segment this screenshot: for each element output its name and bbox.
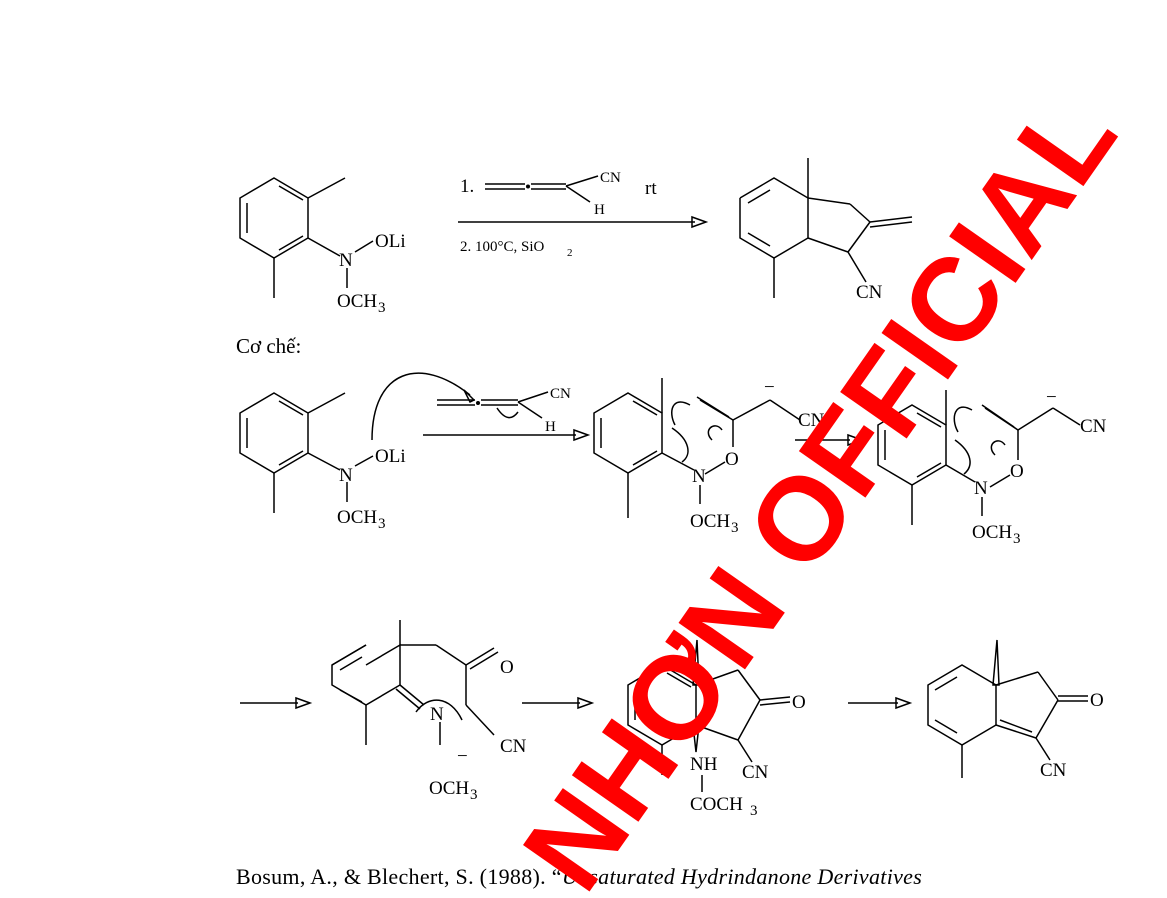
mechanism-sm: OLi N OCH 3 <box>239 372 476 532</box>
int2-och3: OCH <box>972 522 1012 543</box>
int2-minus: − <box>1046 387 1057 408</box>
oli-label-2: OLi <box>375 446 406 467</box>
starting-material: OLi N OCH 3 <box>239 177 406 316</box>
intermediate-1: N O OCH 3 CN − <box>593 377 825 536</box>
int2-n: N <box>974 478 988 499</box>
n-label-2: N <box>339 465 353 486</box>
int4-coch3: COCH <box>690 794 743 815</box>
sub3-label-2: 3 <box>378 516 386 532</box>
int4-o: O <box>792 692 806 713</box>
int3-o: O <box>500 657 514 678</box>
intermediate-4: O NH COCH 3 CN <box>627 639 806 819</box>
int2-cn: CN <box>1080 416 1107 437</box>
citation-title: Unsaturated Hydrindanone Derivatives <box>561 864 923 889</box>
mechanism-allene: CN H <box>437 386 571 435</box>
int4-nh: NH <box>690 754 718 775</box>
int3-minus: − <box>457 746 468 767</box>
int1-sub3: 3 <box>731 520 739 536</box>
reaction-arrow <box>458 215 709 229</box>
final-cn: CN <box>1040 760 1067 781</box>
int3-sub3: 3 <box>470 787 478 803</box>
product-cn: CN <box>856 282 883 303</box>
och3-label-2: OCH <box>337 507 377 528</box>
och3-label: OCH <box>337 291 377 312</box>
citation-authors: Bosum, A., & Blechert, S. (1988). “ <box>236 864 562 889</box>
allene-h: H <box>545 419 556 435</box>
n-label: N <box>339 250 353 271</box>
final-product: O CN <box>927 639 1104 781</box>
mechanism-arrow-3 <box>240 696 313 710</box>
cn-label: CN <box>600 170 621 186</box>
mechanism-arrow-5 <box>848 696 913 710</box>
allene-cn: CN <box>550 386 571 402</box>
intermediate-3: O N OCH 3 CN − <box>331 620 527 803</box>
int1-och3: OCH <box>690 511 730 532</box>
citation: Bosum, A., & Blechert, S. (1988). “Unsat… <box>236 864 1056 890</box>
rt-label: rt <box>645 178 657 199</box>
int1-n: N <box>692 466 706 487</box>
mechanism-heading: Cơ chế: <box>236 334 302 358</box>
int2-sub3: 3 <box>1013 531 1021 547</box>
step1-label: 1. <box>460 176 474 197</box>
mechanism-arrow-1 <box>423 428 591 442</box>
int4-sub3: 3 <box>750 803 758 819</box>
step2-sub: 2 <box>567 247 573 259</box>
int1-cn: CN <box>798 410 825 431</box>
int3-och3: OCH <box>429 778 469 799</box>
sub3-label: 3 <box>378 300 386 316</box>
intermediate-2: N O OCH 3 CN − <box>877 387 1107 547</box>
int3-cn: CN <box>500 736 527 757</box>
mechanism-arrow-4 <box>522 696 595 710</box>
mechanism-arrow-2 <box>795 433 865 447</box>
int1-o: O <box>725 449 739 470</box>
int2-o: O <box>1010 461 1024 482</box>
step2-label: 2. 100°C, SiO <box>460 239 545 255</box>
oli-label: OLi <box>375 231 406 252</box>
h-label: H <box>594 202 605 218</box>
final-o: O <box>1090 690 1104 711</box>
reagents: 1. CN H rt 2. 100°C, SiO 2 <box>460 170 657 259</box>
int1-minus: − <box>764 377 775 398</box>
int3-n: N <box>430 704 444 725</box>
int4-cn: CN <box>742 762 769 783</box>
product-1: CN <box>739 158 913 303</box>
